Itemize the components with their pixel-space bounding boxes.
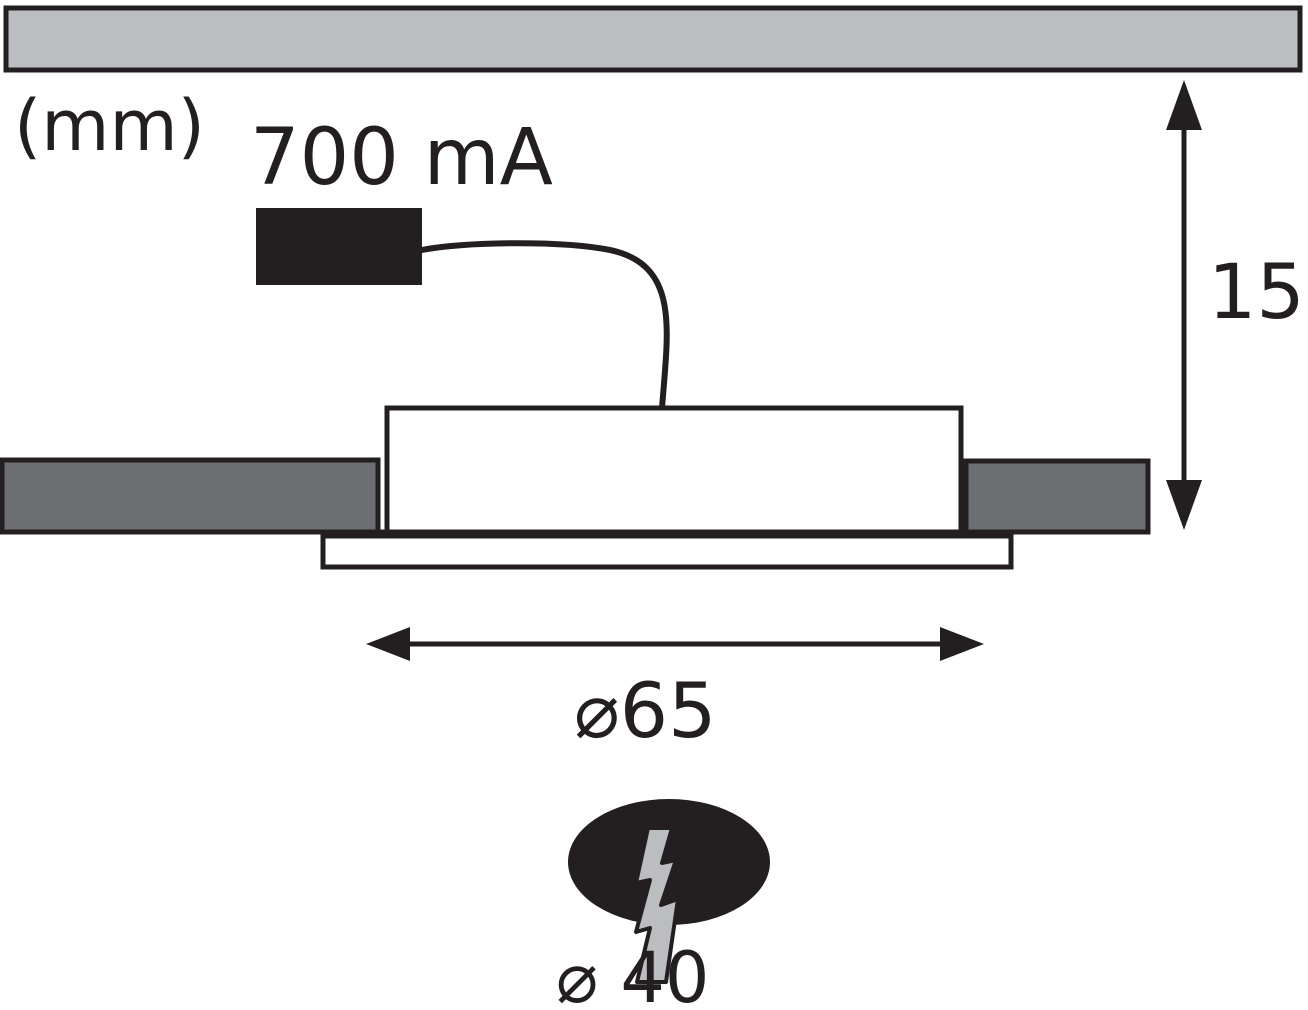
current-label: 700 mA [250, 113, 553, 203]
luminaire-trim [320, 533, 1014, 570]
height-dimension-arrow-icon [1166, 80, 1202, 530]
luminaire-housing [384, 405, 964, 535]
driver-box [256, 208, 422, 285]
ceiling-strip [3, 5, 1303, 73]
unit-label: (mm) [14, 85, 205, 167]
cutout-diameter-label: ⌀ 40 [556, 937, 709, 1010]
right-mounting-panel [963, 458, 1151, 535]
diameter-dimension-label: ⌀65 [574, 666, 716, 755]
height-dimension-label: 15 [1208, 247, 1305, 336]
diameter-dimension-arrow-icon [366, 627, 984, 661]
driver-cable [419, 240, 670, 411]
drill-hole-icon [568, 799, 770, 984]
left-mounting-panel [0, 457, 381, 535]
